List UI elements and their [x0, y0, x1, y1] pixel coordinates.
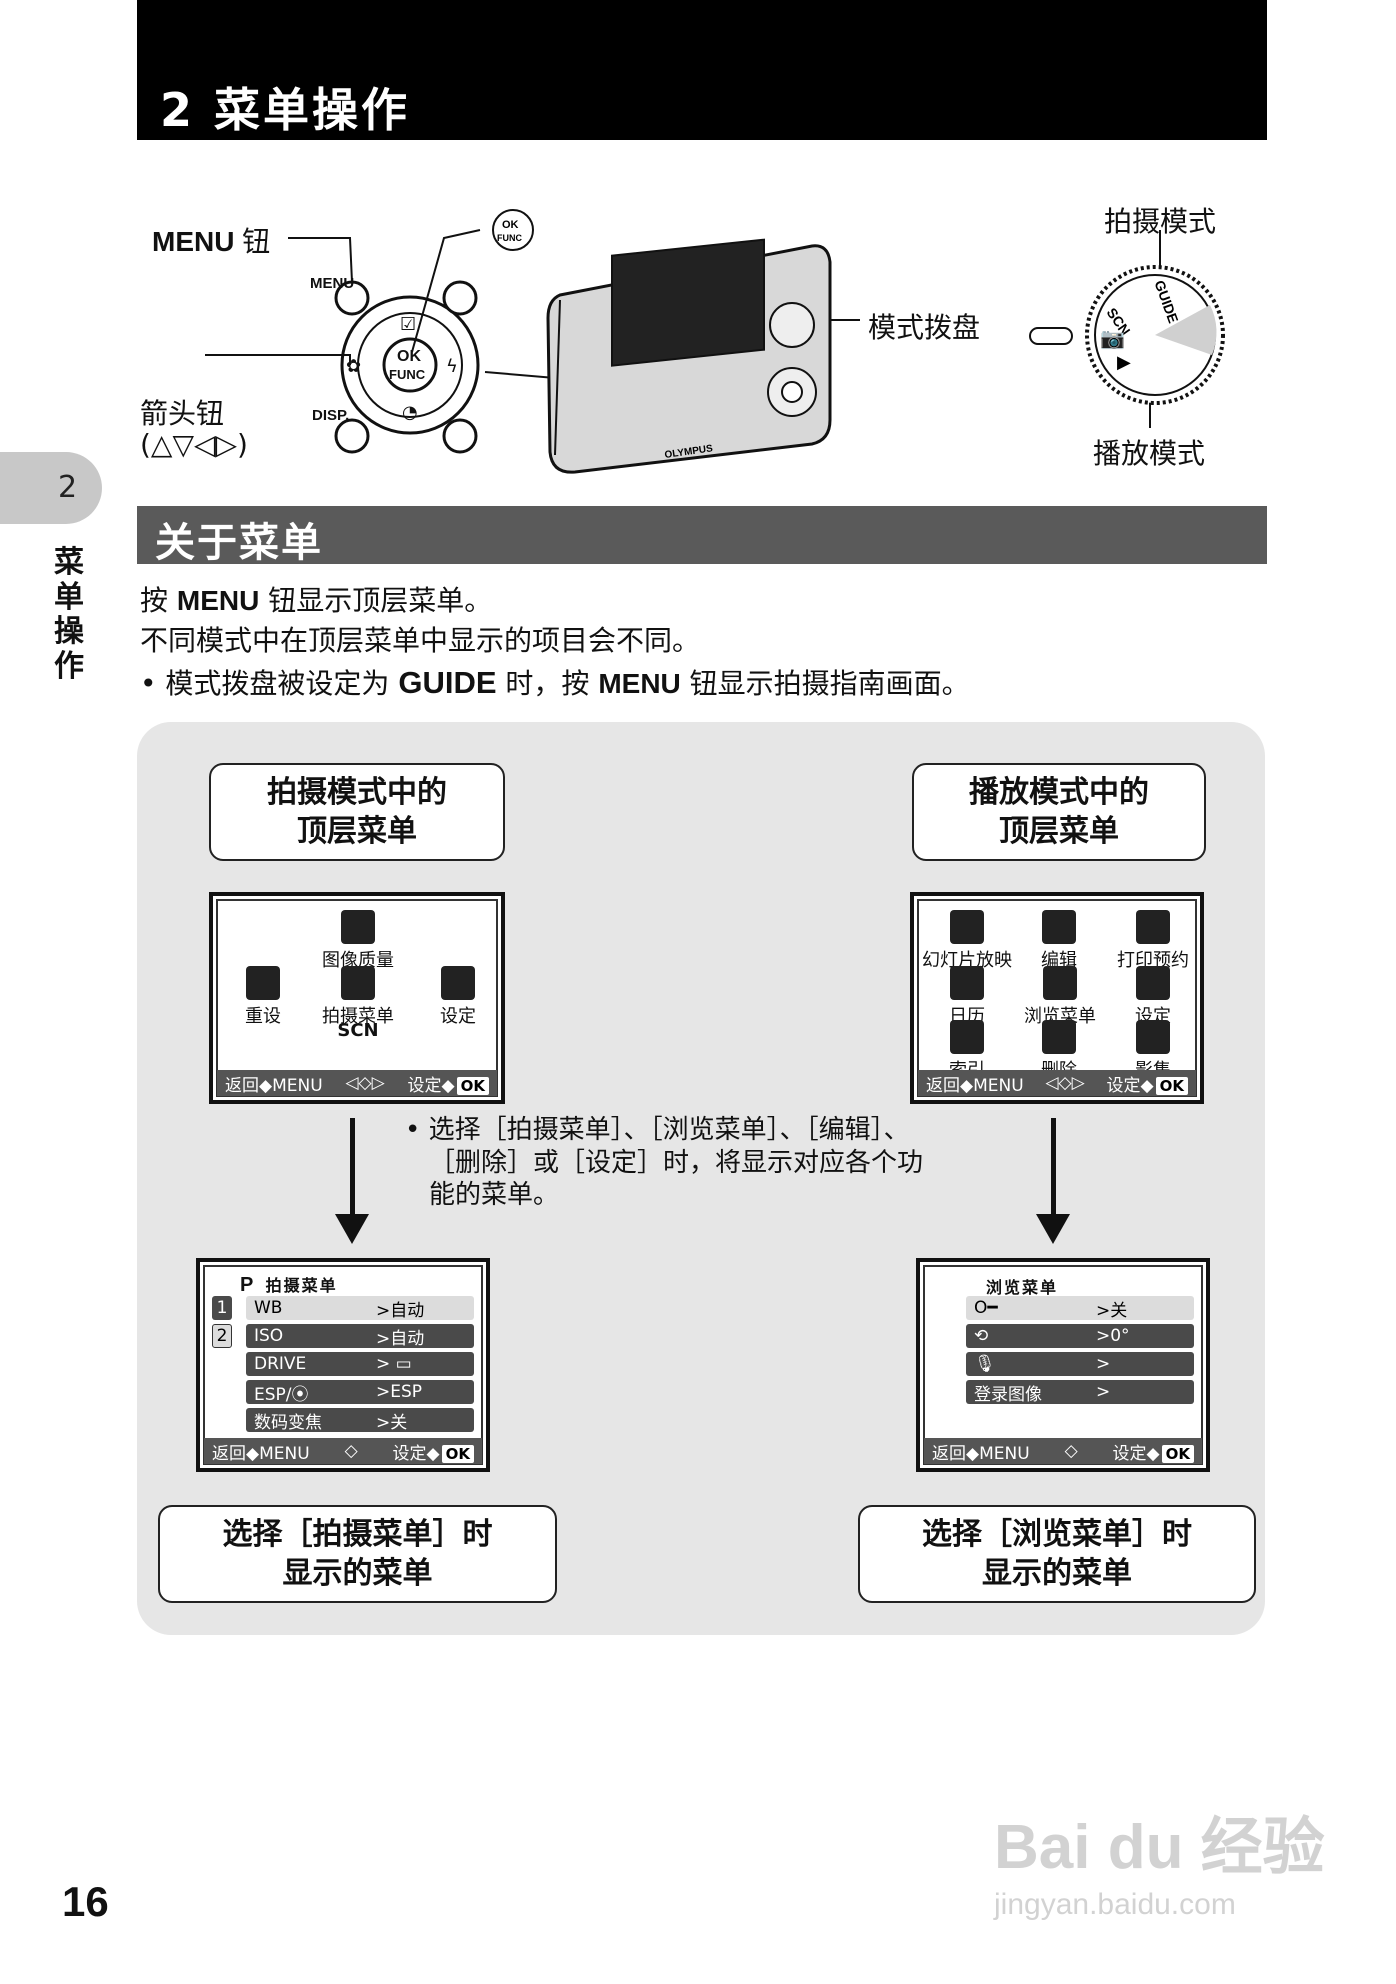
mode-dial-icon: GUIDE SCN 📷 ▶: [1029, 265, 1225, 405]
menu-item-play-setup[interactable]: 设定: [1106, 966, 1200, 1028]
print-order-icon: [1136, 910, 1170, 944]
chapter-title: 菜单操作: [54, 545, 84, 684]
arrow-button-symbols: (△▽◁▷): [140, 428, 248, 461]
album-icon: [1136, 1020, 1170, 1054]
page-header-bar: [137, 0, 1267, 140]
shoot-menu-caption-box: 选择［拍摄菜单］时显示的菜单: [158, 1505, 557, 1603]
dial-playback-icon: ▶: [1117, 352, 1131, 373]
camera-icon: [341, 966, 375, 1000]
arrow-button-label: 箭头钮: [140, 397, 225, 430]
calendar-icon: [950, 966, 984, 1000]
menu-item-slideshow[interactable]: 幻灯片放映: [922, 910, 1012, 972]
control-pad: [334, 280, 480, 454]
slideshow-icon: [950, 910, 984, 944]
menu-flow-panel: [137, 722, 1265, 1635]
ok-center-text: OK: [397, 348, 421, 365]
reset-icon: [246, 966, 280, 1000]
menu-item-calendar[interactable]: 日历: [922, 966, 1012, 1028]
arrow-right-shaft: [1051, 1118, 1056, 1218]
menu-item-print-order[interactable]: 打印预约: [1106, 910, 1200, 972]
shoot-menu-row-drive[interactable]: DRIVE> ▭: [246, 1352, 474, 1376]
setup-icon: [1136, 966, 1170, 1000]
svg-text:OK: OK: [502, 219, 519, 231]
arrow-left-shaft: [350, 1118, 355, 1218]
shoot-menu-tab-1[interactable]: 1: [212, 1296, 232, 1320]
arrow-right-head-icon: [1036, 1214, 1070, 1244]
play-top-menu-box: 播放模式中的顶层菜单: [912, 763, 1206, 861]
camera-diagram: MENU DISP. OK FUNC ☑ ✿ ϟ ◔ OK FUNC OLYMP…: [205, 209, 1225, 474]
menu-item-image-quality[interactable]: 图像质量: [308, 910, 408, 972]
shoot-top-menu-screen: 图像质量 重设 拍摄菜单 设定 SCN 返回◆MENU ◁◇▷ 设定◆OK: [209, 892, 505, 1104]
shoot-menu-screen-bar: 返回◆MENU ◇ 设定◆OK: [204, 1438, 482, 1464]
page-number: 16: [62, 1878, 109, 1925]
menu-item-playback-menu[interactable]: 浏览菜单: [1010, 966, 1110, 1028]
play-top-menu-screen: 幻灯片放映 编辑 打印预约 日历 浏览菜单 设定 索引 删除 影集 返回◆MEN…: [910, 892, 1204, 1104]
index-icon: [950, 1020, 984, 1054]
image-quality-icon: [341, 910, 375, 944]
play-menu-row-rotate[interactable]: ⟲>0°: [966, 1324, 1194, 1348]
key-icon: O━: [974, 1298, 998, 1318]
chapter-number: 2: [58, 470, 78, 505]
play-menu-screen-bar: 返回◆MENU ◇ 设定◆OK: [924, 1438, 1202, 1464]
shoot-menu-row-digital-zoom[interactable]: 数码变焦>关: [246, 1408, 474, 1433]
menu-note: • 选择［拍摄菜单］、［浏览菜单］、［编辑］、 ［删除］或［设定］时，将显示对应…: [405, 1115, 924, 1210]
menu-item-reset[interactable]: 重设: [223, 966, 303, 1028]
mode-dial-label: 模式拨盘: [868, 311, 981, 344]
play-menu-row-protect[interactable]: O━>关: [966, 1296, 1194, 1321]
shooting-mode-label: 拍摄模式: [1104, 205, 1217, 238]
shoot-menu-row-wb[interactable]: WB>自动: [246, 1296, 474, 1321]
camera-body-icon: OLYMPUS: [546, 238, 832, 474]
play-menu-caption-box: 选择［浏览菜单］时显示的菜单: [858, 1505, 1256, 1603]
ok-func-badge-icon: OK FUNC: [492, 209, 534, 251]
shoot-menu-tab-2[interactable]: 2: [212, 1324, 232, 1348]
shoot-menu-row-esp[interactable]: ESP/⦿>ESP: [246, 1380, 474, 1405]
watermark-logo: Bai du 经验: [994, 1813, 1325, 1882]
play-menu-row-register-image[interactable]: 登录图像>: [966, 1380, 1194, 1405]
rotate-icon: ⟲: [974, 1326, 989, 1346]
flash-icon: ϟ: [446, 356, 458, 377]
play-menu-header: 浏览菜单: [986, 1278, 1059, 1297]
shoot-menu-screen: P 拍摄菜单 1 2 WB>自动 ISO>自动 DRIVE> ▭ ESP/⦿>E…: [196, 1258, 490, 1472]
menu-item-shooting-menu[interactable]: 拍摄菜单: [303, 966, 413, 1028]
menu-item-scn[interactable]: SCN: [337, 1020, 379, 1041]
control-pad-labels: MENU DISP. OK FUNC: [310, 275, 426, 424]
macro-icon: ✿: [346, 356, 361, 377]
section-title: 关于菜单: [155, 520, 323, 566]
svg-text:FUNC: FUNC: [497, 233, 522, 243]
watermark-url: jingyan.baidu.com: [994, 1888, 1236, 1921]
play-menu-row-voice[interactable]: 🎙>: [966, 1352, 1194, 1376]
microphone-icon: 🎙: [974, 1354, 996, 1374]
chapter-tab: [0, 452, 102, 524]
func-center-text: FUNC: [389, 367, 426, 382]
playback-mode-label: 播放模式: [1093, 437, 1206, 470]
menu-button-label: MENU 钮: [152, 225, 271, 258]
play-menu-screen: 浏览菜单 O━>关 ⟲>0° 🎙> 登录图像> 返回◆MENU ◇ 设定◆OK: [916, 1258, 1210, 1472]
trash-icon: [1042, 1020, 1076, 1054]
shoot-menu-row-iso[interactable]: ISO>自动: [246, 1324, 474, 1349]
setup-icon: [441, 966, 475, 1000]
self-timer-icon: ◔: [402, 402, 418, 423]
shoot-top-menu-box: 拍摄模式中的顶层菜单: [209, 763, 505, 861]
disp-button-text: DISP.: [312, 407, 349, 424]
menu-item-setup[interactable]: 设定: [418, 966, 498, 1028]
shoot-menu-header: P 拍摄菜单: [240, 1274, 338, 1296]
body-line-3: • 模式拨盘被设定为 GUIDE 时，按 MENU 钮显示拍摄指南画面。: [140, 665, 970, 700]
section-header-bar: [137, 506, 1267, 564]
arrow-left-head-icon: [335, 1214, 369, 1244]
body-line-1: 按 MENU 钮显示顶层菜单。: [140, 584, 493, 617]
play-top-screen-bar: 返回◆MENU ◁◇▷ 设定◆OK: [918, 1070, 1196, 1096]
exposure-icon: ☑: [400, 314, 416, 335]
menu-button-text: MENU: [310, 275, 354, 292]
playback-icon: [1043, 966, 1077, 1000]
dial-camera-icon: 📷: [1100, 326, 1125, 350]
page-title: 2 菜单操作: [160, 83, 411, 137]
body-line-2: 不同模式中在顶层菜单中显示的项目会不同。: [140, 624, 701, 657]
shoot-top-screen-bar: 返回◆MENU ◁◇▷ 设定◆OK: [217, 1070, 497, 1096]
edit-icon: [1042, 910, 1076, 944]
menu-item-edit[interactable]: 编辑: [1014, 910, 1104, 972]
